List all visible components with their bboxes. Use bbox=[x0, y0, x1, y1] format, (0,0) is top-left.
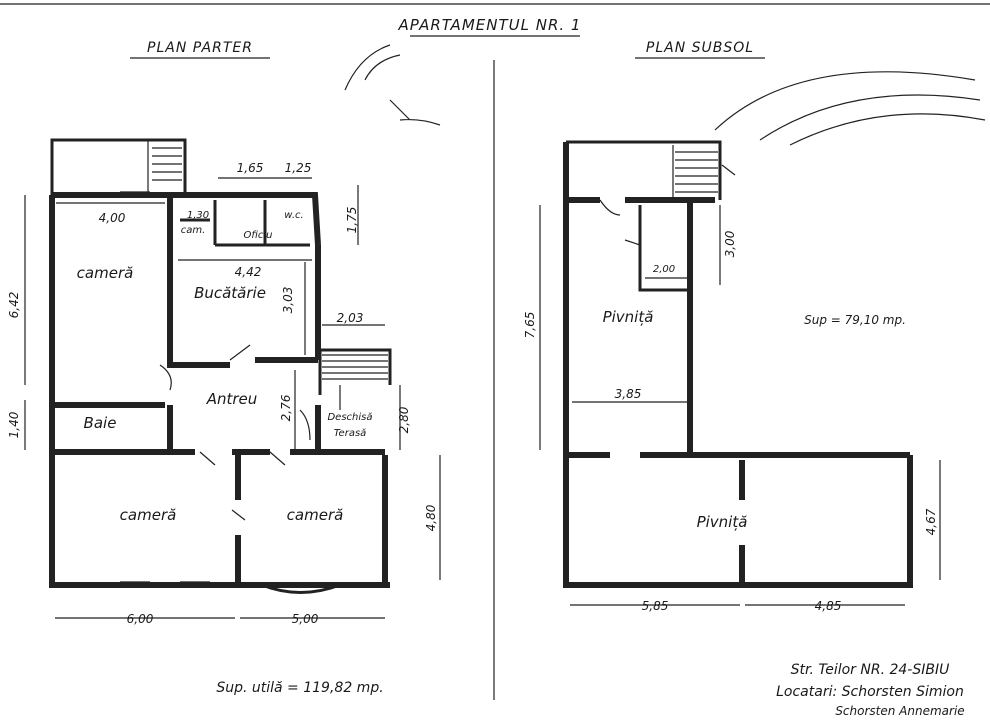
outer-wall-top bbox=[52, 192, 321, 246]
subsol-small-room bbox=[638, 205, 690, 292]
terrace-stair-frame bbox=[318, 348, 392, 395]
dim-400: 4,00 bbox=[99, 211, 126, 225]
footer-tenant-1: Locatari: Schorsten Simion bbox=[776, 684, 964, 700]
sketch-marks bbox=[344, 44, 441, 126]
subsol-stair bbox=[672, 145, 718, 198]
sketch-arcs bbox=[714, 71, 986, 146]
dim-500: 5,00 bbox=[292, 612, 319, 626]
top-stair bbox=[147, 140, 182, 192]
door-swings bbox=[159, 344, 311, 521]
room-camera-bottom-right: cameră bbox=[287, 506, 344, 524]
room-baie: Baie bbox=[84, 414, 117, 432]
dim-303: 3,03 bbox=[281, 287, 295, 314]
sheet-title: APARTAMENTUL NR. 1 bbox=[398, 16, 582, 34]
subsol-top-wall bbox=[566, 140, 722, 200]
room-wc: w.c. bbox=[284, 210, 303, 221]
outer-wall-left-bottom bbox=[49, 195, 390, 588]
dim-485: 4,85 bbox=[815, 599, 842, 613]
footer-address: Str. Teilor NR. 24-SIBIU bbox=[791, 662, 950, 678]
dim-276: 2,76 bbox=[279, 394, 293, 421]
room-pivnita-bottom: Pivniță bbox=[697, 513, 748, 531]
dim-480: 4,80 bbox=[424, 504, 438, 531]
room-bucatarie: Bucătărie bbox=[194, 284, 266, 302]
dim-175: 1,75 bbox=[345, 207, 359, 234]
dim-765: 7,65 bbox=[523, 312, 537, 339]
dim-585: 5,85 bbox=[642, 599, 669, 613]
wall-oficiu bbox=[213, 200, 310, 247]
terasa-prefix: Deschisă bbox=[327, 412, 372, 423]
dim-642: 6,42 bbox=[7, 292, 21, 319]
room-cam: cam. bbox=[181, 225, 206, 236]
left-surface: Sup. utilă = 119,82 mp. bbox=[216, 680, 383, 696]
dim-203: 2,03 bbox=[337, 311, 364, 325]
bay-window bbox=[261, 583, 341, 594]
dim-467: 4,67 bbox=[924, 508, 938, 535]
right-plan-heading: PLAN SUBSOL bbox=[646, 40, 754, 56]
room-oficiu: Oficiu bbox=[244, 230, 273, 241]
top-balcony bbox=[50, 138, 187, 195]
dim-140: 1,40 bbox=[7, 411, 21, 438]
outer-wall-right bbox=[315, 245, 388, 585]
dim-130: 1,30 bbox=[187, 210, 209, 221]
windows bbox=[120, 191, 210, 583]
right-surface: Sup = 79,10 mp. bbox=[804, 313, 906, 327]
dim-165: 1,65 bbox=[237, 161, 264, 175]
dim-200: 2,00 bbox=[653, 264, 675, 275]
dim-300: 3,00 bbox=[723, 230, 737, 257]
room-camera-bottom-left: cameră bbox=[120, 506, 177, 524]
dim-280: 2,80 bbox=[397, 406, 411, 433]
left-plan-heading: PLAN PARTER bbox=[147, 40, 253, 56]
wall-bucatarie-left bbox=[167, 195, 230, 368]
dim-600: 6,00 bbox=[127, 612, 154, 626]
dim-385: 3,85 bbox=[615, 387, 642, 401]
dim-125: 1,25 bbox=[285, 161, 312, 175]
room-pivnita-top: Pivniță bbox=[603, 308, 654, 326]
room-terasa: Terasă bbox=[334, 428, 367, 439]
subsol-outer-wall bbox=[563, 142, 913, 588]
stair-arrow bbox=[721, 164, 736, 176]
dim-442: 4,42 bbox=[235, 265, 262, 279]
footer-tenant-2: Schorsten Annemarie bbox=[835, 704, 964, 718]
room-antreu: Antreu bbox=[206, 390, 258, 408]
room-camera-top: cameră bbox=[77, 264, 134, 282]
subsol-doors bbox=[599, 199, 641, 246]
terrace-stair-steps bbox=[322, 354, 388, 380]
